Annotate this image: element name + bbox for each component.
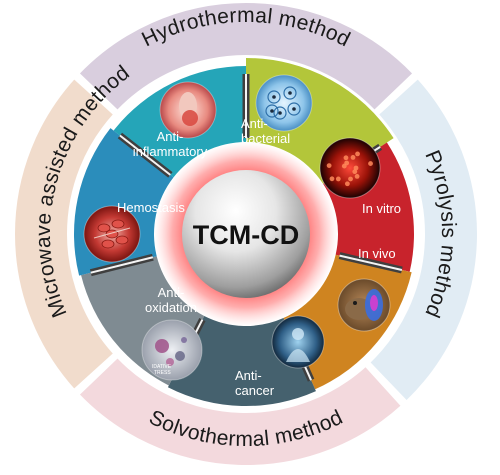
- method-segment-solvothermal: [77, 355, 404, 467]
- method-segment-microwave: [13, 76, 116, 392]
- oxidative-text: IDATIVE: [152, 364, 172, 370]
- blood-cells-image: [83, 205, 141, 263]
- sector-label-antiinflammatory: Anti-inflammatory: [133, 129, 208, 159]
- sector-label-in-vitro: In vitro: [362, 201, 401, 216]
- bacteria-culture-image: [255, 74, 313, 132]
- method-segment-hydrothermal: [77, 1, 415, 113]
- center-sphere: [182, 170, 310, 298]
- cell-fluorescence-image: [319, 137, 381, 199]
- stress-text: TRESS: [154, 370, 171, 376]
- center-label: TCM-CD: [193, 220, 299, 250]
- sector-label-antioxidation: Anti-oxidation: [145, 285, 197, 315]
- mouse-imaging-image: [337, 278, 391, 332]
- sector-label-hemostasis: Hemostasis: [117, 200, 185, 215]
- method-segment-pyrolysis: [367, 76, 479, 403]
- sector-label-in-vivo: In vivo: [358, 246, 396, 261]
- sector-labels: Anti-bacterial In vitro In vivoAnti-cancer…: [117, 116, 401, 398]
- method-ring: [13, 1, 479, 467]
- sector-label-antibacterial: Anti-bacterial: [241, 116, 290, 146]
- connector-divider: [339, 254, 403, 271]
- tumor-cell-image: [271, 315, 325, 369]
- connector-divider: [90, 256, 154, 274]
- connector-divider: [119, 134, 171, 176]
- joint-inflammation-image: [159, 81, 217, 139]
- sector-label-anticancer: Anti-cancer: [235, 368, 275, 398]
